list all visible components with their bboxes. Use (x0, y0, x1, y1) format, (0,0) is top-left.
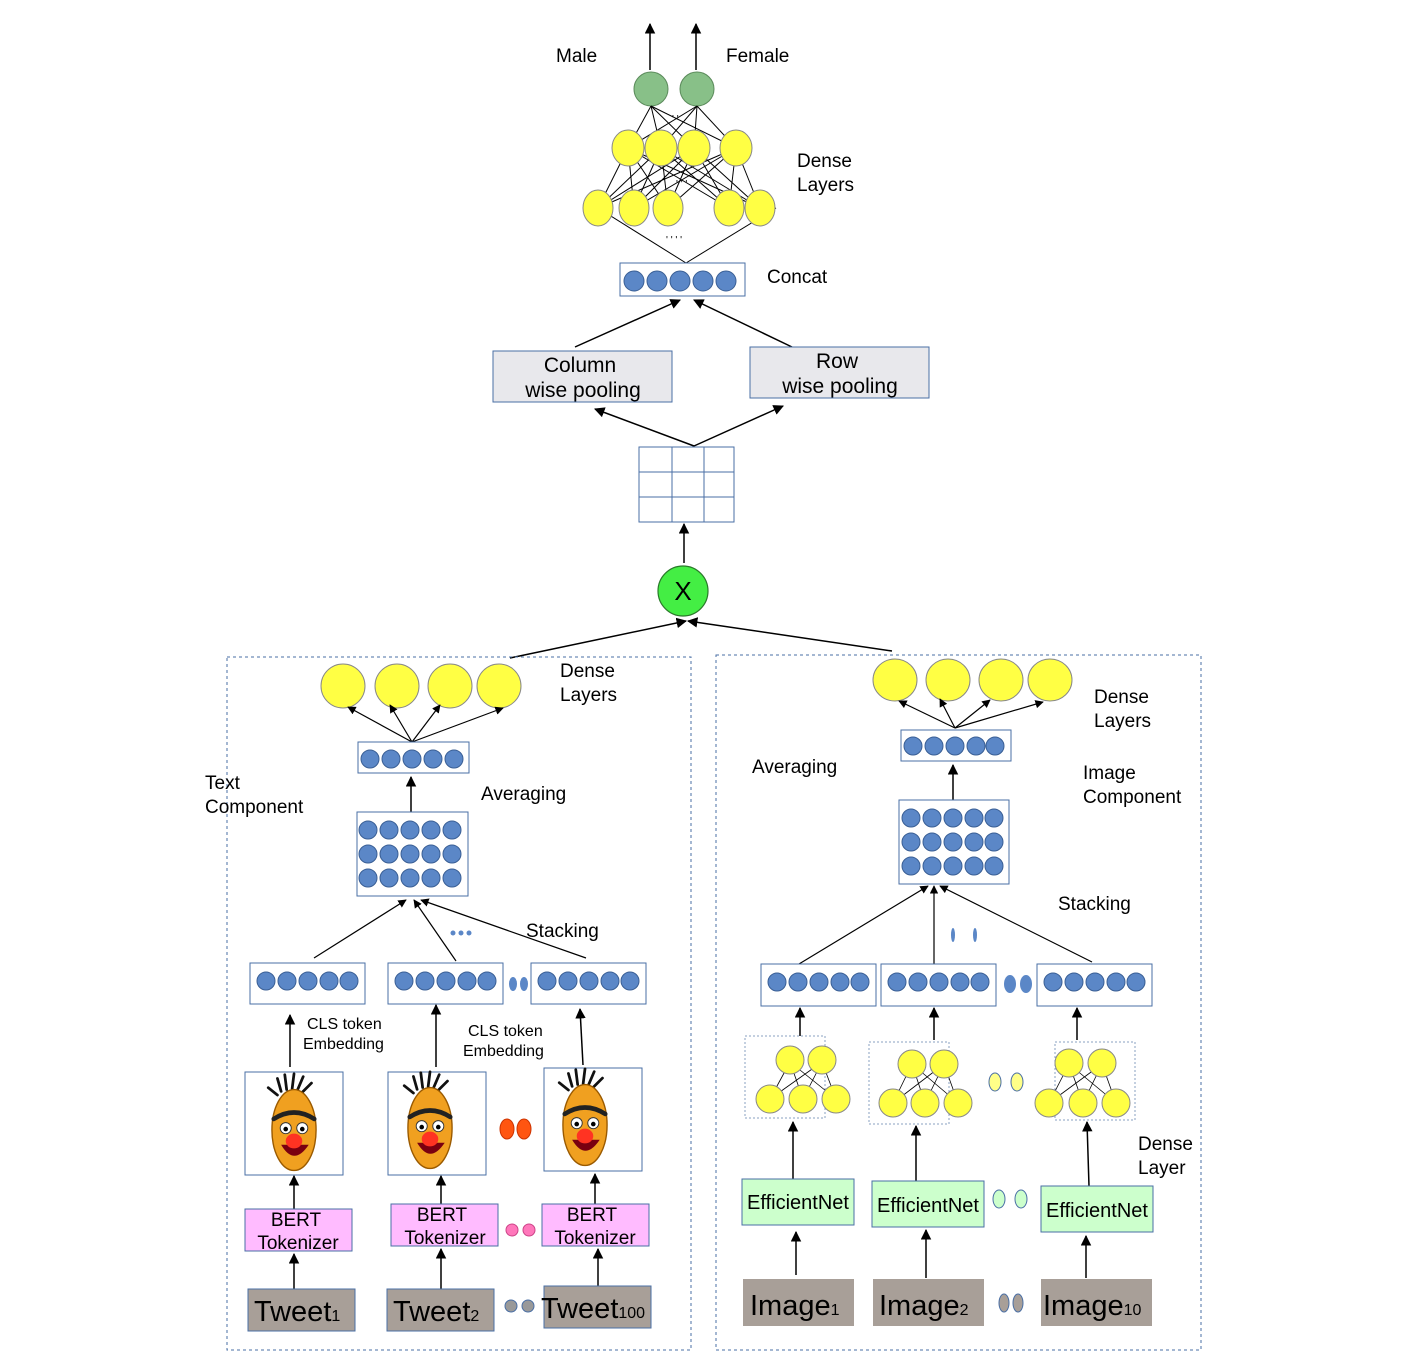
text-stacking-label: Stacking (526, 921, 599, 942)
cls-label-1-line1: CLS token (307, 1016, 382, 1033)
tokenizer-1-line2: Tokenizer (257, 1233, 339, 1254)
image-3-label: Image10 (1043, 1290, 1142, 1322)
row-pooling-box (749, 346, 930, 399)
concat-label: Concat (767, 267, 828, 288)
interaction-matrix (638, 446, 735, 563)
image-dense-label-2: Layers (1094, 711, 1151, 732)
top-dense-label-2: Layers (797, 175, 854, 196)
cls-label-2-line2: Embedding (463, 1043, 544, 1060)
text-dense-label-2: Layers (560, 685, 617, 706)
dense-layer-label-1: Dense (1138, 1134, 1193, 1155)
female-label: Female (726, 46, 789, 67)
text-component: Text Component Dense Layers Averaging (205, 656, 692, 1351)
image-input-1 (743, 1279, 854, 1326)
tweet-input-2 (386, 1288, 495, 1332)
tokenizer-2-line1: BERT (417, 1205, 468, 1226)
multiply-symbol: X (674, 576, 691, 606)
image-input-3 (1041, 1279, 1152, 1326)
male-output-node (633, 71, 669, 107)
tokenizer-3-line1: BERT (567, 1205, 618, 1226)
column-pooling-box (492, 350, 673, 403)
top-dense-label-1: Dense (797, 151, 852, 172)
efficientnet-1 (741, 1178, 855, 1226)
svg-text:' ' ': ' ' ' (676, 179, 687, 190)
efficientnet-1-label: EfficientNet (747, 1192, 849, 1214)
column-pooling-label-1: Column (544, 354, 616, 377)
tweet-2-label: Tweet2 (393, 1296, 479, 1328)
text-component-title-2: Component (205, 797, 304, 818)
column-pooling-label-2: wise pooling (524, 379, 641, 402)
text-averaging-label: Averaging (481, 784, 566, 805)
small-dense-3 (1034, 1041, 1136, 1121)
bert-tokenizer-1 (244, 1208, 353, 1252)
cls-label-1-line2: Embedding (303, 1036, 384, 1053)
male-label: Male (556, 46, 597, 67)
row-pooling-label-2: wise pooling (781, 375, 898, 398)
svg-text:' ' ' ': ' ' ' ' (666, 235, 682, 246)
image-component-title-2: Component (1083, 787, 1182, 808)
female-output-node (679, 71, 715, 107)
tokenizer-2-line2: Tokenizer (404, 1228, 486, 1249)
concat-block: Concat (619, 262, 828, 297)
image-1-label: Image1 (750, 1290, 840, 1322)
image-stacking-label: Stacking (1058, 894, 1131, 915)
dense-layer-label-2: Layer (1138, 1158, 1186, 1179)
image-dense-label-1: Dense (1094, 687, 1149, 708)
tweet-input-1 (247, 1288, 356, 1332)
image-averaging-label: Averaging (752, 757, 837, 778)
text-component-border (226, 656, 692, 1351)
tweet-3-label: Tweet100 (541, 1293, 645, 1325)
cls-label-2-line1: CLS token (468, 1023, 543, 1040)
efficientnet-2-label: EfficientNet (877, 1195, 979, 1217)
text-component-title-1: Text (205, 773, 241, 794)
efficientnet-3 (1040, 1185, 1154, 1233)
image-component-title-1: Image (1083, 763, 1136, 784)
multiply-node: X (509, 565, 893, 659)
image-component: Image Component Dense Layers Averaging (715, 654, 1202, 1351)
text-dense-label-1: Dense (560, 661, 615, 682)
top-dense-layers: ' ' ' ' ' ' ' Dense Layers (582, 105, 854, 264)
bert-tokenizer-3 (541, 1203, 650, 1247)
pooling-block: Column wise pooling Row wise pooling (492, 299, 930, 447)
efficientnet-3-label: EfficientNet (1046, 1200, 1148, 1222)
row-pooling-label-1: Row (816, 350, 859, 373)
image-component-border (715, 654, 1202, 1351)
tokenizer-3-line2: Tokenizer (554, 1228, 636, 1249)
tweet-1-label: Tweet1 (254, 1296, 340, 1328)
image-input-2 (873, 1279, 984, 1326)
small-dense-1 (744, 1035, 851, 1119)
tokenizer-1-line1: BERT (271, 1210, 322, 1231)
bert-tokenizer-2 (390, 1203, 499, 1247)
small-dense-2 (868, 1041, 973, 1125)
tweet-input-3 (543, 1285, 652, 1329)
image-2-label: Image2 (879, 1290, 969, 1322)
output-section: Male Female ' ' (556, 22, 789, 125)
efficientnet-2 (871, 1180, 985, 1228)
